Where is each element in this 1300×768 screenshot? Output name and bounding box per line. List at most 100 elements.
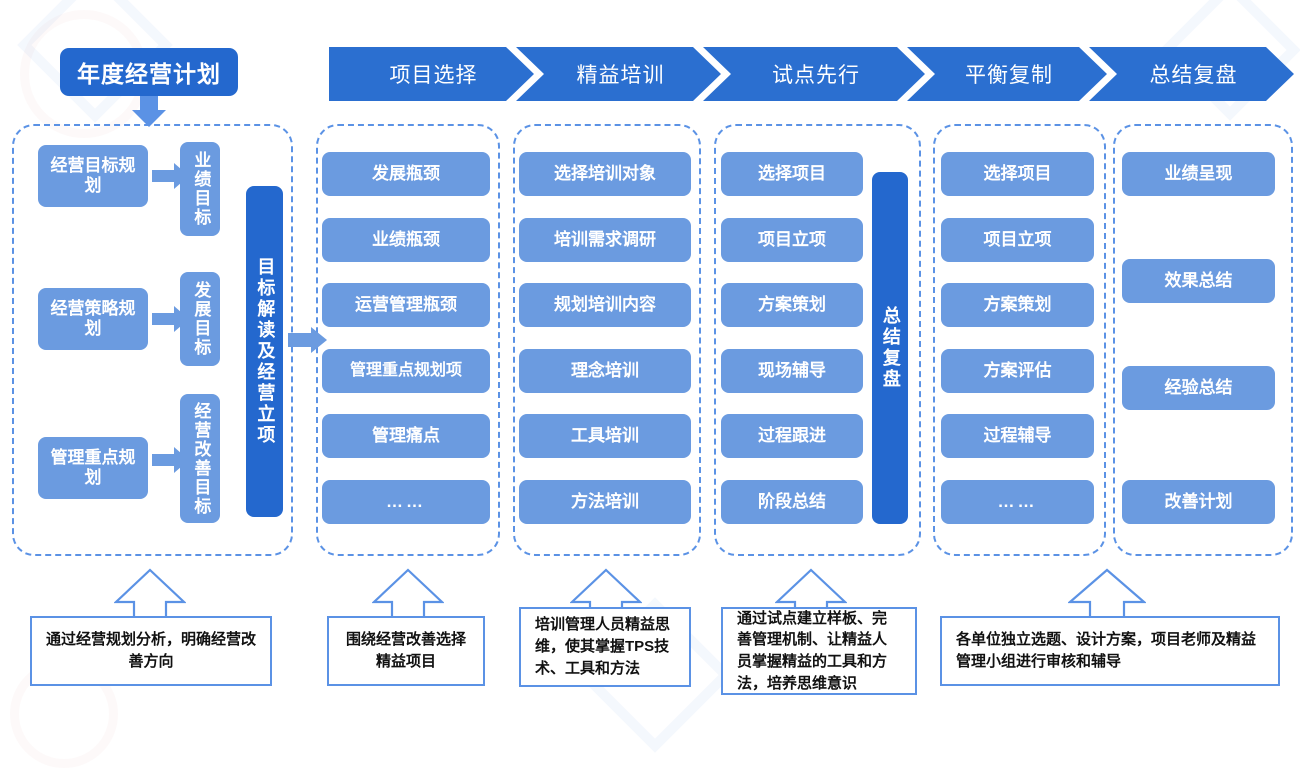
item-col4-1-label: 选择项目 [758, 163, 826, 183]
stage-header-3-label: 试点先行 [772, 64, 860, 87]
column-container-summary-review [1113, 124, 1293, 556]
column-container-pilot-first [714, 124, 921, 556]
caption-2-up-arrow-icon [372, 568, 444, 620]
item-col4-3[interactable]: 方案策划 [721, 283, 863, 327]
goal-box-2-label: 发展目标 [191, 281, 211, 357]
column-container-lean-training [513, 124, 701, 556]
item-col2-5[interactable]: 管理痛点 [322, 414, 490, 458]
caption-5-text: 各单位独立选题、设计方案，项目老师及精益管理小组进行审核和辅导 [956, 631, 1257, 670]
item-col4-4-label: 现场辅导 [758, 360, 826, 380]
goal-box-1-label: 业绩目标 [191, 151, 211, 227]
column1-to-column2-arrow-icon [288, 325, 328, 355]
caption-4-text: 通过试点建立样板、完善管理机制、让精益人员掌握精益的工具和方法，培养思维意识 [737, 609, 888, 692]
item-col5-4-label: 方案评估 [983, 360, 1052, 380]
stage-header-2[interactable]: 精益培训 [516, 47, 721, 101]
item-col4-1[interactable]: 选择项目 [721, 152, 863, 196]
caption-1-up-arrow-icon [114, 568, 186, 620]
item-col3-3[interactable]: 规划培训内容 [519, 283, 691, 327]
item-col4-5[interactable]: 过程跟进 [721, 414, 863, 458]
item-col2-2-label: 业绩瓶颈 [372, 229, 440, 249]
annual-plan-title-label: 年度经营计划 [77, 61, 221, 87]
planning-box-1-label: 经营目标规划 [50, 155, 136, 195]
stage-header-5-label: 总结复盘 [1149, 64, 1238, 87]
goal-box-3[interactable]: 经营改善目标 [180, 394, 220, 523]
caption-3-text: 培训管理人员精益思维，使其掌握TPS技术、工具和方法 [535, 616, 671, 677]
item-col3-3-label: 规划培训内容 [554, 294, 656, 314]
caption-1-text: 通过经营规划分析，明确经营改善方向 [46, 631, 257, 670]
item-col6-2-label: 效果总结 [1164, 270, 1233, 290]
caption-2-text: 围绕经营改善选择精益项目 [345, 631, 466, 670]
item-col3-5[interactable]: 工具培训 [519, 414, 691, 458]
item-col2-4[interactable]: 管理重点规划项 [322, 349, 490, 393]
item-col6-1[interactable]: 业绩呈现 [1122, 152, 1275, 196]
goal-box-2[interactable]: 发展目标 [180, 272, 220, 366]
item-col6-3[interactable]: 经验总结 [1122, 366, 1275, 410]
item-col3-1-label: 选择培训对象 [554, 163, 656, 183]
item-col4-6-label: 阶段总结 [758, 491, 826, 511]
item-col2-6[interactable]: …… [322, 480, 490, 524]
item-col5-2-label: 项目立项 [983, 229, 1052, 249]
goal-interpretation-bar[interactable]: 目标解读及经营立项 [246, 186, 283, 517]
item-col3-6[interactable]: 方法培训 [519, 480, 691, 524]
item-col2-3[interactable]: 运营管理瓶颈 [322, 283, 490, 327]
item-col2-3-label: 运营管理瓶颈 [355, 294, 457, 314]
item-col5-3-label: 方案策划 [983, 294, 1052, 314]
item-col4-5-label: 过程跟进 [758, 425, 826, 445]
caption-3: 培训管理人员精益思维，使其掌握TPS技术、工具和方法 [519, 607, 691, 687]
item-col3-1[interactable]: 选择培训对象 [519, 152, 691, 196]
summary-review-bar[interactable]: 总结复盘 [872, 172, 908, 524]
item-col3-4[interactable]: 理念培训 [519, 349, 691, 393]
item-col5-5-label: 过程辅导 [983, 425, 1052, 445]
item-col5-5[interactable]: 过程辅导 [941, 414, 1094, 458]
title-down-arrow-icon [132, 96, 166, 128]
caption-2: 围绕经营改善选择精益项目 [327, 616, 485, 686]
column-container-balanced-replication [933, 124, 1106, 556]
item-col2-1[interactable]: 发展瓶颈 [322, 152, 490, 196]
item-col6-2[interactable]: 效果总结 [1122, 259, 1275, 303]
item-col4-3-label: 方案策划 [758, 294, 826, 314]
caption-5-up-arrow-icon [1068, 568, 1146, 620]
item-col5-6-label: …… [997, 491, 1038, 511]
item-col3-2[interactable]: 培训需求调研 [519, 218, 691, 262]
summary-review-bar-label: 总结复盘 [880, 306, 901, 390]
item-col4-2[interactable]: 项目立项 [721, 218, 863, 262]
item-col3-6-label: 方法培训 [571, 491, 639, 511]
planning-box-2[interactable]: 经营策略规划 [38, 288, 148, 350]
caption-1: 通过经营规划分析，明确经营改善方向 [30, 616, 272, 686]
item-col6-1-label: 业绩呈现 [1164, 163, 1233, 183]
planning-box-3-label: 管理重点规划 [50, 447, 136, 487]
stage-header-1[interactable]: 项目选择 [329, 47, 534, 101]
item-col6-4-label: 改善计划 [1164, 491, 1233, 511]
stage-header-1-label: 项目选择 [389, 64, 478, 87]
item-col6-4[interactable]: 改善计划 [1122, 480, 1275, 524]
stage-header-4[interactable]: 平衡复制 [907, 47, 1107, 101]
item-col3-5-label: 工具培训 [571, 425, 639, 445]
item-col2-2[interactable]: 业绩瓶颈 [322, 218, 490, 262]
item-col4-4[interactable]: 现场辅导 [721, 349, 863, 393]
item-col3-4-label: 理念培训 [571, 360, 639, 380]
stage-header-2-label: 精益培训 [576, 64, 665, 87]
stage-header-5[interactable]: 总结复盘 [1089, 47, 1294, 101]
planning-box-3[interactable]: 管理重点规划 [38, 437, 148, 499]
item-col2-4-label: 管理重点规划项 [349, 361, 462, 379]
item-col5-4[interactable]: 方案评估 [941, 349, 1094, 393]
item-col2-1-label: 发展瓶颈 [372, 163, 440, 183]
item-col4-6[interactable]: 阶段总结 [721, 480, 863, 524]
item-col5-3[interactable]: 方案策划 [941, 283, 1094, 327]
planning-box-1[interactable]: 经营目标规划 [38, 145, 148, 207]
goal-box-1[interactable]: 业绩目标 [180, 142, 220, 236]
goal-interpretation-label: 目标解读及经营立项 [255, 257, 276, 446]
stage-header-3[interactable]: 试点先行 [703, 47, 925, 101]
item-col5-2[interactable]: 项目立项 [941, 218, 1094, 262]
item-col2-6-label: …… [386, 491, 426, 511]
item-col2-5-label: 管理痛点 [372, 425, 440, 445]
planning-box-2-label: 经营策略规划 [50, 298, 136, 338]
item-col5-6[interactable]: …… [941, 480, 1094, 524]
goal-box-3-label: 经营改善目标 [191, 401, 211, 516]
caption-5: 各单位独立选题、设计方案，项目老师及精益管理小组进行审核和辅导 [940, 616, 1280, 686]
item-col3-2-label: 培训需求调研 [554, 229, 656, 249]
item-col5-1[interactable]: 选择项目 [941, 152, 1094, 196]
item-col4-2-label: 项目立项 [758, 229, 826, 249]
stage-header-4-label: 平衡复制 [965, 64, 1053, 87]
